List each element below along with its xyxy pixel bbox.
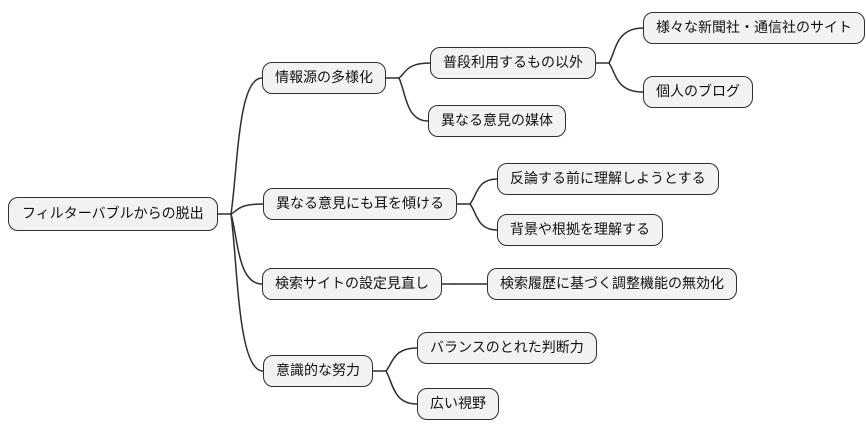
mindmap-node-review-search-settings: 検索サイトの設定見直し — [262, 268, 442, 300]
mindmap-node-conscious-effort: 意識的な努力 — [263, 355, 373, 387]
mindmap-node-information-sources: 情報源の多様化 — [262, 62, 386, 94]
mindmap-node-different-opinion-media: 異なる意見の媒体 — [428, 105, 566, 137]
mindmap-node-root: フィルターバブルからの脱出 — [8, 197, 218, 231]
mindmap-node-beyond-usual: 普段利用するもの以外 — [430, 47, 596, 79]
mindmap-node-disable-history-tuning: 検索履歴に基づく調整機能の無効化 — [487, 268, 737, 300]
mindmap-node-broad-perspective: 広い視野 — [417, 388, 499, 420]
mindmap-node-balanced-judgment: バランスのとれた判断力 — [417, 332, 597, 364]
mindmap-node-news-sites: 様々な新聞社・通信社のサイト — [643, 12, 865, 44]
mindmap-node-understand-background: 背景や根拠を理解する — [497, 214, 663, 246]
mindmap-node-understand-before-rebutting: 反論する前に理解しようとする — [497, 163, 719, 195]
mindmap-node-listen-to-other-opinions: 異なる意見にも耳を傾ける — [263, 188, 457, 220]
mindmap-node-personal-blogs: 個人のブログ — [643, 76, 753, 108]
